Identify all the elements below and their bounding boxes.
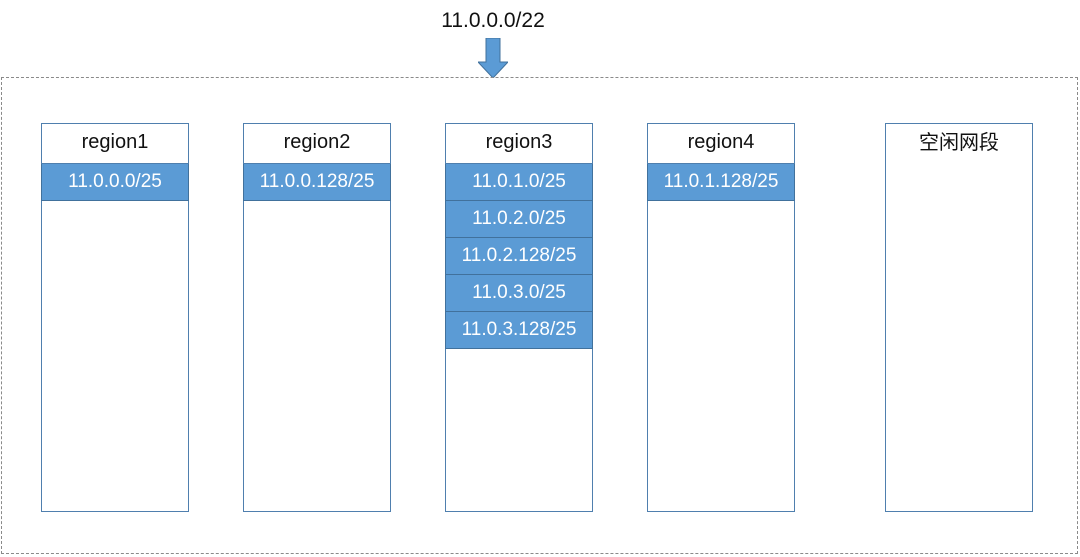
free-segment-title: 空闲网段 bbox=[919, 130, 999, 154]
region-column-2: region2 11.0.0.128/25 bbox=[243, 123, 391, 512]
region-column-1: region1 11.0.0.0/25 bbox=[41, 123, 189, 512]
cidr-block: 11.0.3.0/25 bbox=[445, 275, 593, 312]
down-arrow-icon bbox=[478, 38, 508, 78]
region-title: region1 bbox=[42, 124, 188, 164]
region-title: region2 bbox=[244, 124, 390, 164]
address-pool-frame bbox=[1, 77, 1078, 554]
cidr-block: 11.0.0.0/25 bbox=[41, 164, 189, 201]
cidr-block: 11.0.2.0/25 bbox=[445, 201, 593, 238]
supernet-label: 11.0.0.0/22 bbox=[441, 9, 545, 32]
cidr-block: 11.0.0.128/25 bbox=[243, 164, 391, 201]
region-column-4: region4 11.0.1.128/25 bbox=[647, 123, 795, 512]
region-title: region3 bbox=[446, 124, 592, 164]
free-segment-column: 空闲网段 bbox=[885, 123, 1033, 512]
region-title: region4 bbox=[648, 124, 794, 164]
cidr-block: 11.0.1.0/25 bbox=[445, 164, 593, 201]
cidr-block: 11.0.1.128/25 bbox=[647, 164, 795, 201]
region-column-3: region3 11.0.1.0/25 11.0.2.0/25 11.0.2.1… bbox=[445, 123, 593, 512]
cidr-block: 11.0.2.128/25 bbox=[445, 238, 593, 275]
cidr-block: 11.0.3.128/25 bbox=[445, 312, 593, 349]
